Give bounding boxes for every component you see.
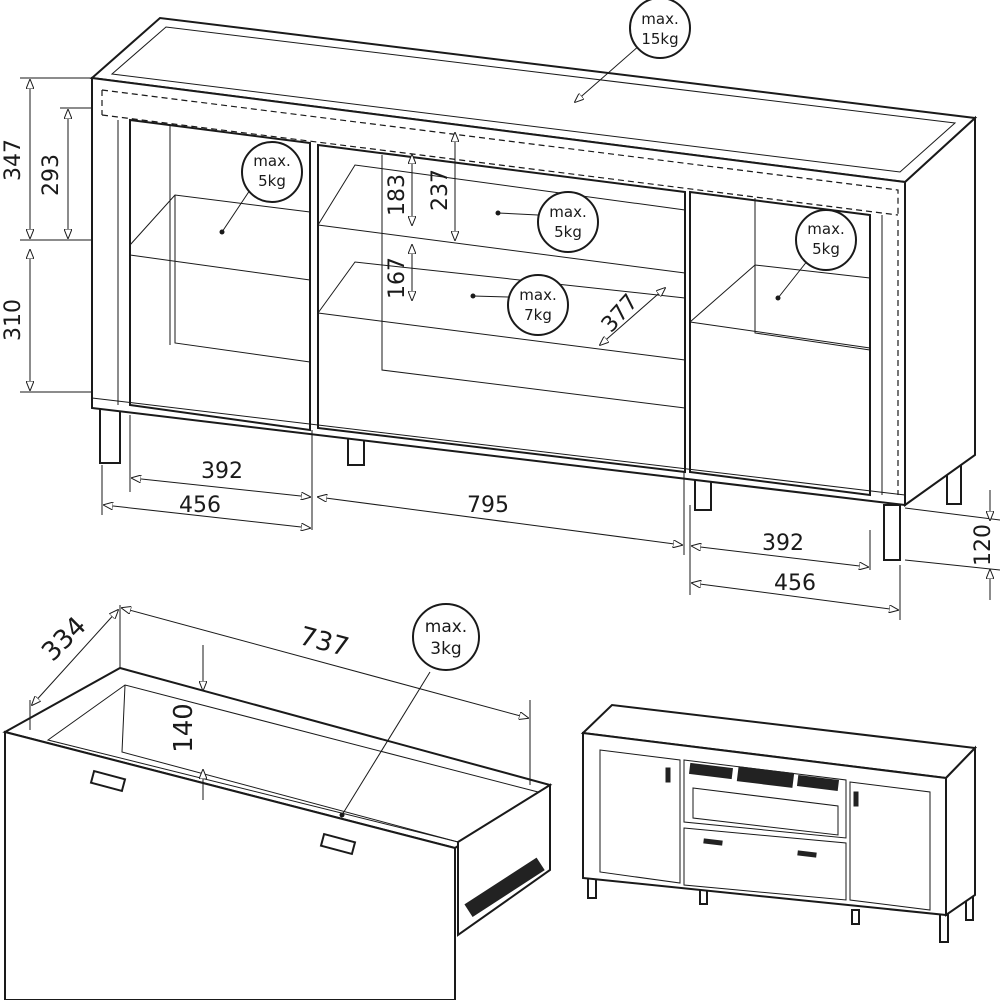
cabinet-dimensions: 347 293 310 183 237 167 377 392 456 795 …	[1, 77, 1000, 620]
load-label: max.	[549, 203, 586, 221]
dim-334: 334	[36, 611, 92, 667]
dim-167: 167	[385, 257, 410, 299]
load-value: 5kg	[258, 172, 286, 190]
load-value: 7kg	[524, 306, 552, 324]
dim-347: 347	[1, 139, 26, 181]
dim-293: 293	[39, 154, 64, 196]
dim-392-right: 392	[762, 531, 804, 556]
closed-cabinet-preview	[580, 703, 978, 943]
drawer-drawing	[2, 666, 553, 1000]
dim-120: 120	[971, 524, 996, 566]
load-value: 3kg	[430, 639, 461, 659]
leg	[851, 909, 860, 925]
dim-183: 183	[385, 174, 410, 216]
load-label: max.	[519, 286, 556, 304]
dim-737: 737	[296, 621, 352, 663]
dim-237: 237	[428, 169, 453, 211]
load-label: max.	[807, 220, 844, 238]
dim-140: 140	[169, 703, 199, 753]
drawer-handle	[89, 769, 127, 793]
load-badge-right-shelf: max. 5kg	[775, 209, 857, 301]
load-value: 15kg	[641, 30, 678, 48]
dim-456-right: 456	[774, 571, 816, 596]
drawer-front	[4, 730, 456, 1000]
load-value: 5kg	[554, 223, 582, 241]
load-badge-top: max. 15kg	[575, 0, 691, 102]
dim-392-left: 392	[201, 459, 243, 484]
load-badge-mid-lower-shelf: max. 7kg	[470, 274, 569, 336]
load-label: max.	[641, 10, 678, 28]
load-badge-drawer: max. 3kg	[339, 603, 480, 818]
drawer-handle	[319, 832, 357, 856]
drawer-runner	[464, 857, 545, 917]
dim-795: 795	[467, 493, 509, 518]
load-badge-mid-upper-shelf: max. 5kg	[495, 191, 599, 253]
leg	[883, 504, 901, 561]
cabinet-right-side	[904, 115, 976, 507]
dim-456-left: 456	[179, 493, 221, 518]
load-badge-left-shelf: max. 5kg	[219, 141, 303, 235]
load-label: max.	[253, 152, 290, 170]
load-label: max.	[425, 617, 467, 637]
leg	[694, 479, 712, 511]
dim-310: 310	[1, 299, 26, 341]
load-value: 5kg	[812, 240, 840, 258]
leg	[99, 404, 121, 464]
